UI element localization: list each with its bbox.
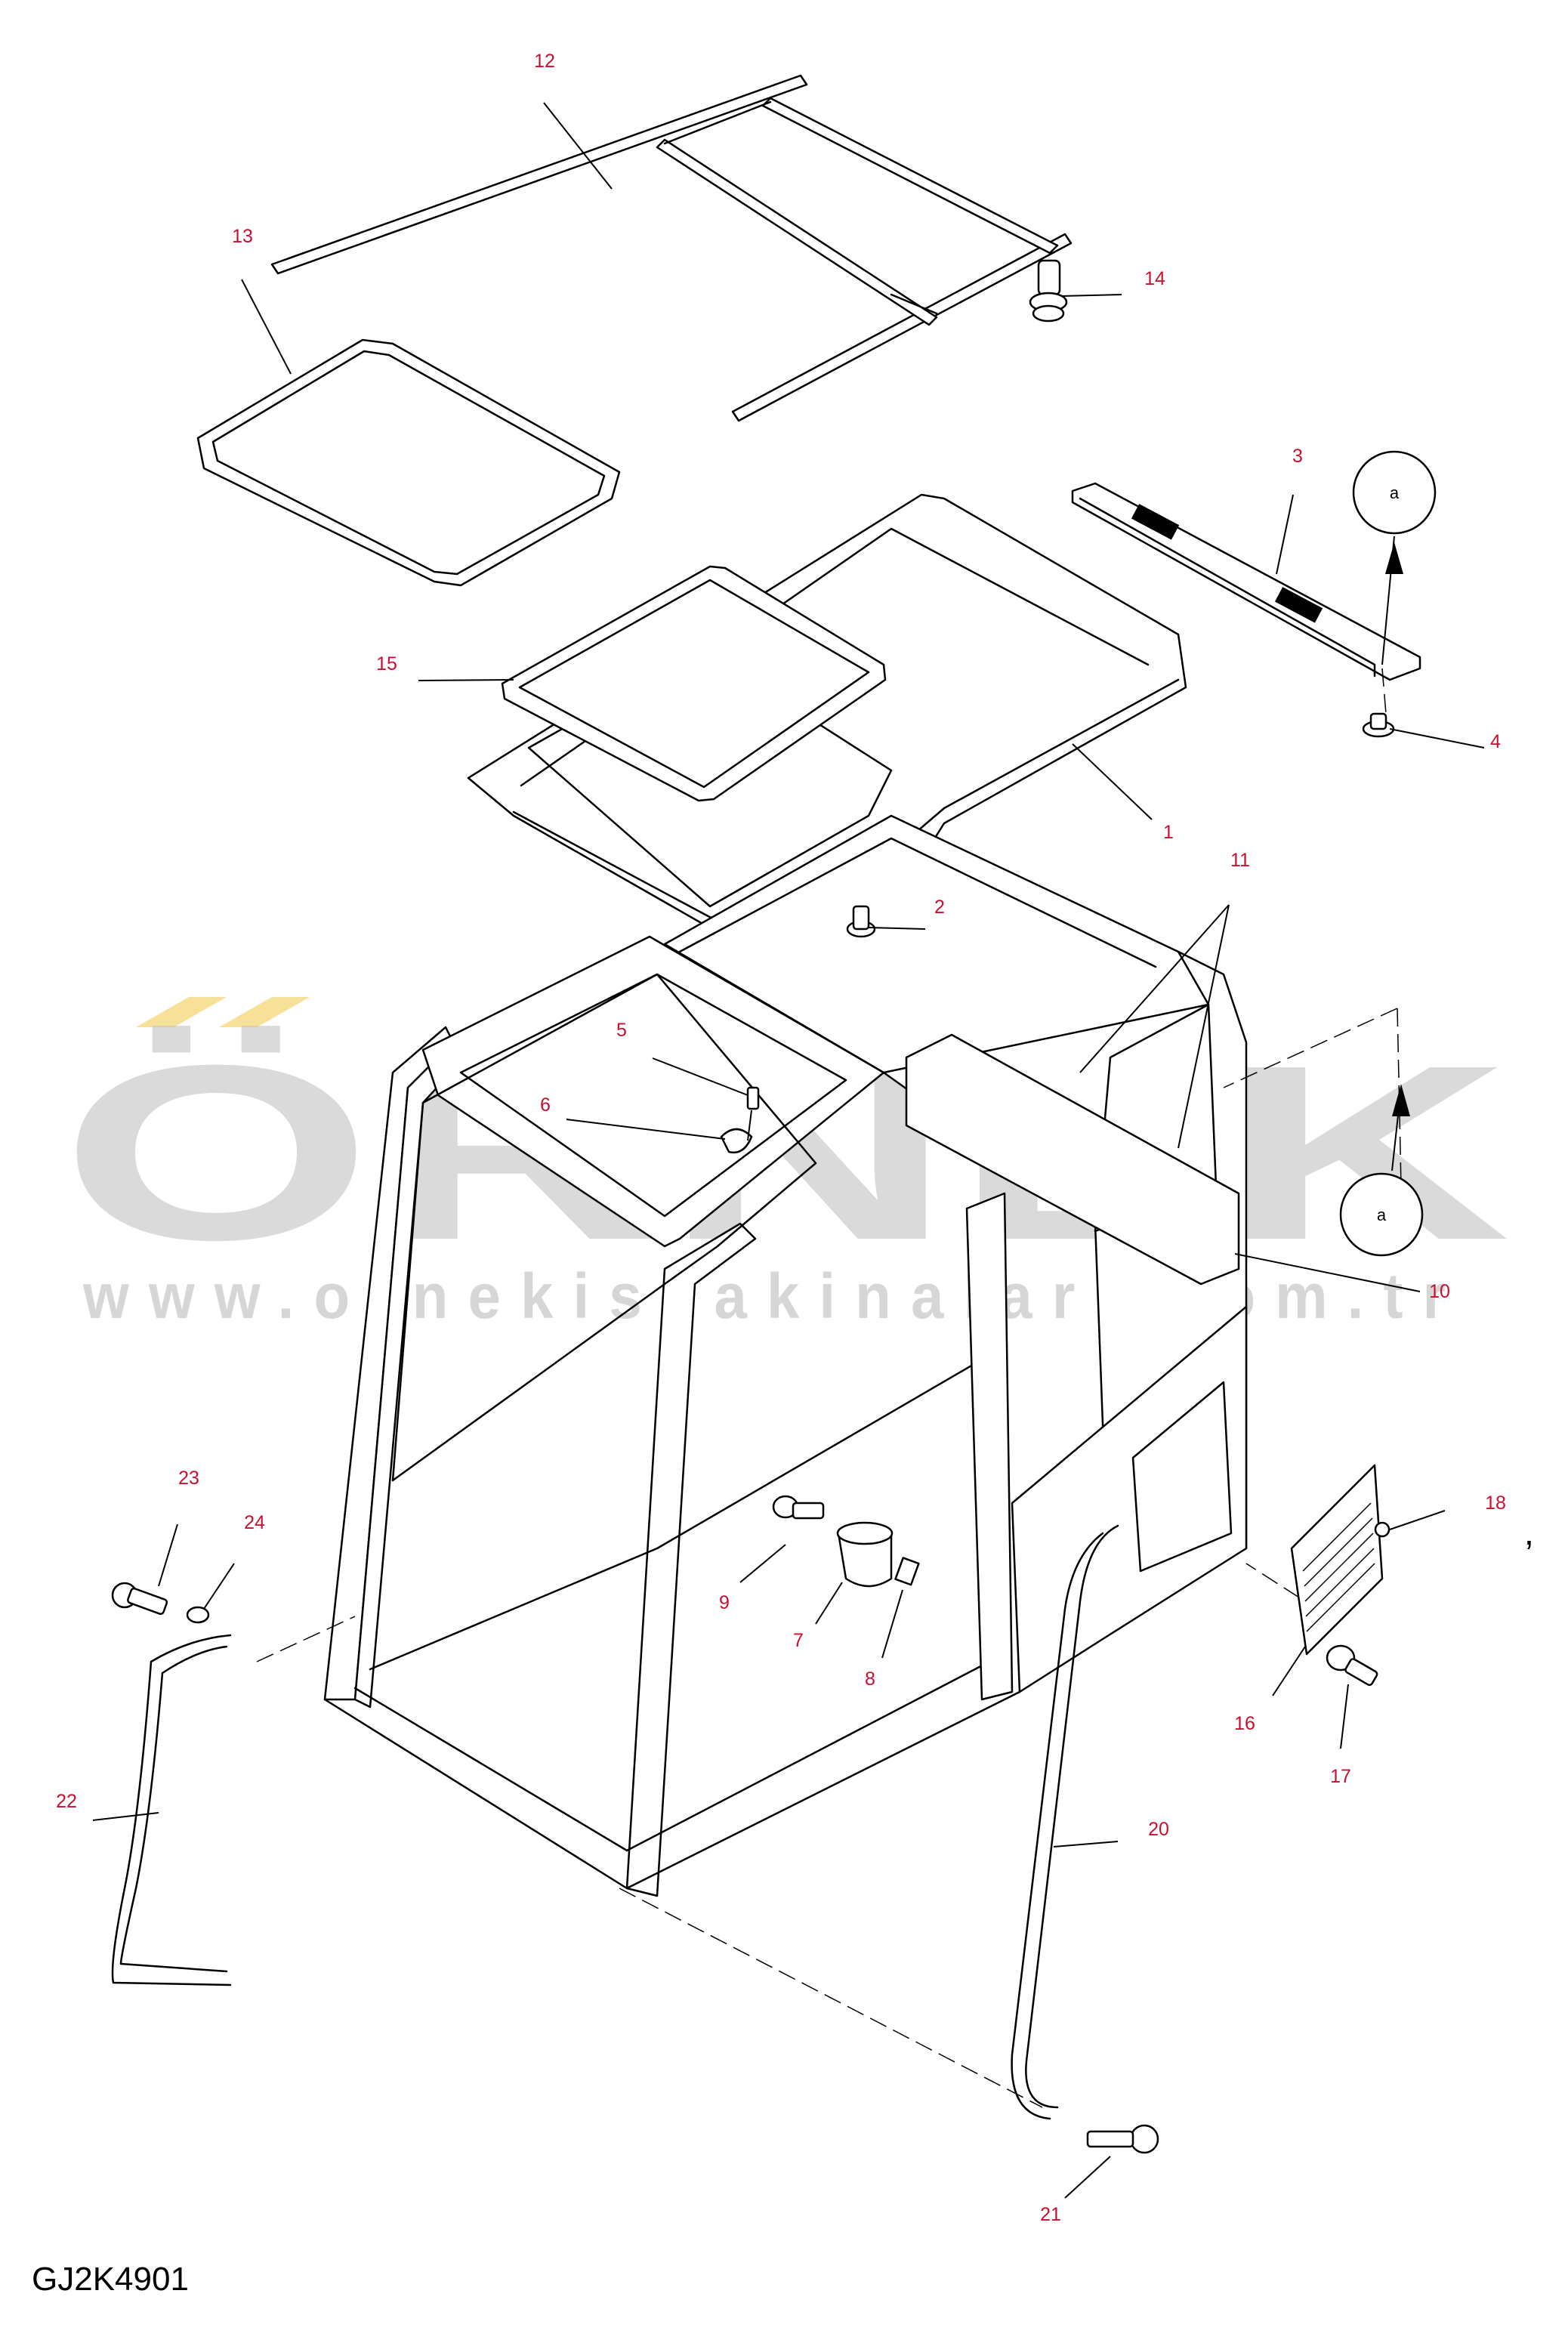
stray-comma: , [1524,1513,1534,1552]
part-22-handrail [111,1634,232,1986]
view-ref-label: a [1390,483,1400,502]
callout-1: 1 [1163,822,1174,843]
callout-22: 22 [56,1791,77,1812]
callout-3: 3 [1292,446,1303,467]
part-18-nut [1374,1521,1391,1538]
part-24-washer [186,1606,210,1624]
view-ref-label: a [1377,1205,1387,1224]
callout-5: 5 [616,1020,627,1041]
part-21-bolt [1086,2124,1159,2154]
watermark-accent-2 [219,997,310,1027]
callout-17: 17 [1330,1766,1351,1787]
callout-2: 2 [934,897,945,918]
view-ref-a-top: a [1352,450,1437,665]
watermark-url: www.ornekisvakinalari.com.tr [82,1261,1465,1332]
part-13-roof-panel [196,338,621,587]
view-ref-a-bottom: a [1339,1084,1424,1257]
drawing-id: GJ2K4901 [32,2261,189,2298]
callout-21: 21 [1040,2204,1061,2225]
callout-labels: 1 2 3 4 5 6 7 8 9 10 11 12 13 14 15 16 1… [56,51,1506,2225]
callout-8: 8 [865,1668,875,1690]
cab-frame [323,814,1248,1897]
callout-12: 12 [534,51,555,72]
part-12-roof-frame [270,74,1073,422]
part-3-rail [1071,482,1421,681]
part-15-window-seal [501,565,887,802]
part-6-hook [720,1128,753,1154]
callout-6: 6 [540,1094,551,1116]
callout-13: 13 [232,226,253,247]
part-17-bolt [1326,1644,1378,1687]
part-16-grille [1290,1464,1384,1656]
callout-20: 20 [1148,1819,1169,1840]
part-20-handrail [1011,1524,1119,2120]
leader-lines [92,102,1485,2199]
callout-15: 15 [376,653,397,674]
part-14-bolt [1029,259,1068,323]
part-4-fastener [1362,712,1395,738]
callout-16: 16 [1234,1713,1255,1734]
callout-9: 9 [719,1592,730,1613]
part-23-bolt [111,1582,168,1616]
callout-10: 10 [1429,1281,1450,1302]
part-7-cup-holder [836,1521,894,1588]
callout-18: 18 [1485,1492,1506,1514]
callout-14: 14 [1144,268,1165,289]
part-2-clip [846,905,876,938]
callout-23: 23 [178,1468,199,1489]
callout-7: 7 [793,1630,804,1651]
part-5-screw [746,1086,760,1110]
watermark-accent-1 [136,997,227,1027]
part-9-bolt [772,1495,825,1520]
part-8-bracket [894,1557,920,1586]
callout-24: 24 [244,1512,265,1533]
callout-11: 11 [1230,850,1250,871]
callout-4: 4 [1490,731,1501,752]
